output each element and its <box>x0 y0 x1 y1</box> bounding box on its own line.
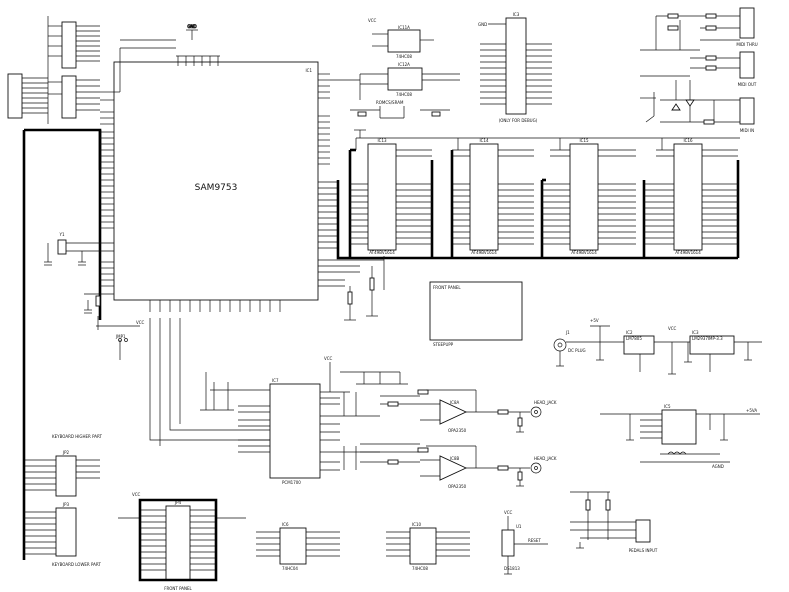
gnd-label-top: GND <box>187 24 196 29</box>
opamp-bottom-label: OPA2350 <box>448 484 467 489</box>
reset-net-label: RESET <box>528 538 541 543</box>
logic-ic-3-ref: IC6 <box>282 522 289 527</box>
front-panel-conn-label: FRONT PANEL <box>164 586 192 591</box>
front-panel-connector: JP4 FRONT PANEL <box>118 498 246 591</box>
memory-chip-4-part: AT49BV1614 <box>675 250 701 255</box>
memory-control-lines <box>354 129 740 150</box>
codec: IC7 PCM1700 <box>200 362 380 485</box>
memory-chip-4: IC16 AT49BV1614 <box>644 138 738 255</box>
keyboard-lower-label: KEYBOARD LOWER PART <box>52 562 101 567</box>
memory-chip-2-ref: IC14 <box>479 138 489 143</box>
logic-gate-2-label: 74HC08 <box>396 92 412 97</box>
vcc-label-logic: VCC <box>368 18 377 23</box>
keyboard-higher-label: KEYBOARD HIGHER PART <box>52 434 102 439</box>
decoupling-caps-top: GND <box>176 24 220 66</box>
smps-ref: IC5 <box>664 404 671 409</box>
pedals-section: PEDALS INPUT <box>570 491 658 553</box>
logic-ic-3: IC6 74HC04 <box>256 522 340 571</box>
gnd-label-debug: GND <box>478 22 487 27</box>
vcc-label-power: VCC <box>668 326 677 331</box>
main-ic-label: SAM9753 <box>195 183 238 193</box>
vcc-label-frontpanel: VCC <box>132 492 141 497</box>
memory-chip-1-part: AT49BV1614 <box>369 250 395 255</box>
memory-chip-3-ref: IC15 <box>579 138 589 143</box>
keyboard-matrix-top <box>47 16 100 124</box>
debug-header: IC3 (ONLY FOR DEBUG) <box>480 12 552 123</box>
smps: IC5 +5VA AGND <box>600 404 760 469</box>
pullup-resistors <box>344 256 385 321</box>
logic-gate-1-ref: IC11A <box>398 25 410 30</box>
logic-gate-1: IC11A 74HC08 <box>372 25 434 59</box>
analog-filter <box>340 371 429 470</box>
jack-top-label: HEAD_JACK <box>534 400 557 405</box>
midi-in-label: MIDI IN <box>740 128 754 133</box>
regulator-1-label: LM7805 <box>626 336 642 341</box>
midi-out-label: MIDI OUT <box>738 82 757 87</box>
midi-thru-label: MIDI THRU <box>736 42 757 47</box>
vcc-label-reset-ic: VCC <box>504 510 513 515</box>
front-panel-box: FRONT PANEL STEEPUPP <box>429 281 523 347</box>
logic-ic-3-label: 74HC04 <box>282 566 298 571</box>
pedals-label: PEDALS INPUT <box>629 548 658 553</box>
opamp-bottom-ref: IC8B <box>450 456 460 461</box>
crystal-label: Y1 <box>59 232 65 237</box>
agnd-label-smps: AGND <box>712 464 724 469</box>
memory-chip-2-part: AT49BV1614 <box>471 250 497 255</box>
front-panel-conn-ref: JP4 <box>174 500 182 505</box>
dc-plug-label: DC PLUG <box>568 348 586 353</box>
memory-chip-4-ref: IC16 <box>683 138 693 143</box>
supply-net-label: +5V <box>590 318 599 323</box>
jumper-label: JMP1 <box>115 334 126 339</box>
logic-gate-2: IC12A 74HC08 <box>330 62 460 119</box>
debug-header-ref: IC3 <box>513 12 520 17</box>
logic-ic-4-label: 74HC08 <box>412 566 428 571</box>
memory-chip-1-ref: IC13 <box>377 138 387 143</box>
output-jacks: HEAD_JACK HEAD_JACK <box>490 400 557 487</box>
main-ic: SAM9753 IC1 <box>60 39 360 312</box>
opamp-top: IC8A OPA2350 <box>420 389 490 433</box>
logic-gate-1-label: 74HC08 <box>396 54 412 59</box>
jack-bottom-label: HEAD_JACK <box>534 456 557 461</box>
reset-network <box>84 293 140 360</box>
debug-header-note: (ONLY FOR DEBUG) <box>499 118 538 123</box>
logic-ic-4: IC10 74HC08 <box>386 522 470 571</box>
memory-chip-1: IC13 AT49BV1614 <box>350 138 432 255</box>
rom-sram-label: ROMCS/SRAM <box>376 100 404 105</box>
keyboard-higher-connector: JP2 KEYBOARD HIGHER PART <box>24 434 102 497</box>
logic-gate-2-ref: IC12A <box>398 62 410 67</box>
regulator-2-ref: IC3 <box>692 330 699 335</box>
front-panel-subtitle: STEEPUPP <box>433 342 454 347</box>
opamp-top-label: OPA2350 <box>448 428 467 433</box>
vcc-label-reset: VCC <box>136 320 145 325</box>
keyboard-lower-connector: JP3 KEYBOARD LOWER PART <box>24 502 101 567</box>
crystal: Y1 <box>44 232 86 266</box>
dc-plug-ref: J1 <box>565 330 570 335</box>
keyboard-higher-ref: JP2 <box>62 450 70 455</box>
left-header-top <box>7 73 48 119</box>
memory-chip-3: IC15 AT49BV1614 <box>542 138 636 255</box>
opamp-bottom: IC8B OPA2350 <box>420 445 490 489</box>
regulator-1-ref: IC2 <box>626 330 633 335</box>
codec-label: PCM1700 <box>282 480 301 485</box>
memory-chip-2: IC14 AT49BV1614 <box>450 138 534 258</box>
regulator-2-label: LM2937IMP-3.3 <box>692 336 723 341</box>
opamp-top-ref: IC8A <box>450 400 460 405</box>
vcc-label-codec: VCC <box>324 356 333 361</box>
main-ic-ref: IC1 <box>305 68 312 73</box>
reset-ic-label: DS1813 <box>504 566 520 571</box>
smps-output-label: +5VA <box>746 408 757 413</box>
reset-ic: U1 DS1813 <box>501 516 548 575</box>
front-panel-title: FRONT PANEL <box>433 285 461 290</box>
keyboard-lower-ref: JP3 <box>62 502 70 507</box>
logic-ic-4-ref: IC10 <box>412 522 422 527</box>
memory-chip-3-part: AT49BV1614 <box>571 250 597 255</box>
power-section: J1 DC PLUG +5V IC2 LM7805 IC3 LM2937IMP-… <box>553 318 762 375</box>
midi-section: MIDI THRU MIDI OUT MIDI IN <box>640 7 758 133</box>
reset-ic-ref: U1 <box>516 524 522 529</box>
codec-ref: IC7 <box>272 378 279 383</box>
